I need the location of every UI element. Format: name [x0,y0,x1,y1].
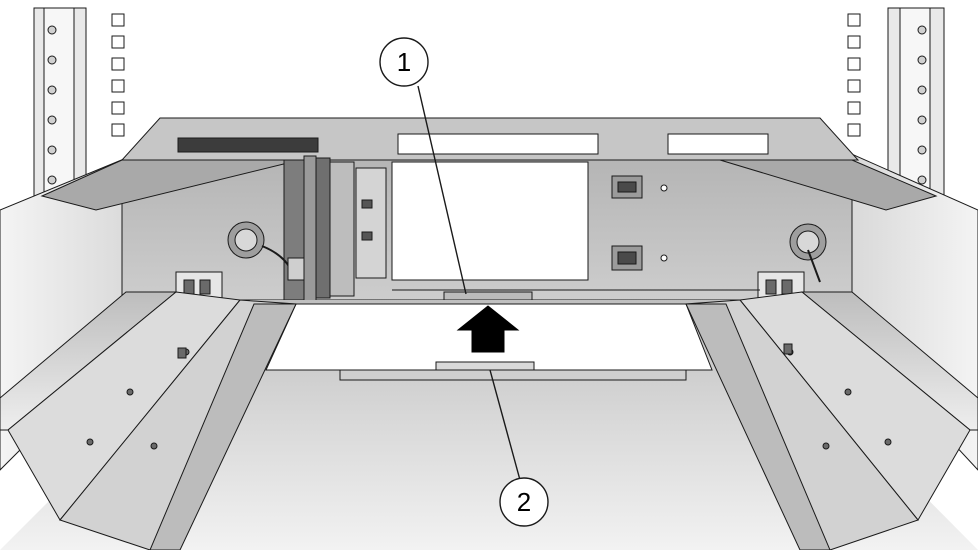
rack-post-left [33,7,125,209]
right-flange [719,159,938,211]
left-power-circle [227,221,305,281]
rear-tab [443,291,533,301]
right-rail [685,291,978,550]
insert-direction-arrow [456,305,520,353]
center-opening [391,161,589,281]
right-connectors [611,175,668,271]
front-tab-pull [435,361,535,371]
callout-1: 1 [379,37,429,87]
riser-card-assembly [283,155,387,303]
callout-2-leader [489,369,521,481]
callout-1-label: 1 [397,47,411,77]
top-opening-center [397,133,599,155]
top-opening-right [667,133,769,155]
callout-2-label: 2 [517,487,531,517]
callout-2: 2 [499,477,549,527]
rack-post-right [847,7,945,209]
front-tab [339,369,687,381]
callout-1-leader [417,85,467,295]
right-power-circle [789,223,827,283]
left-rail [0,291,297,550]
top-opening-left [177,137,319,153]
